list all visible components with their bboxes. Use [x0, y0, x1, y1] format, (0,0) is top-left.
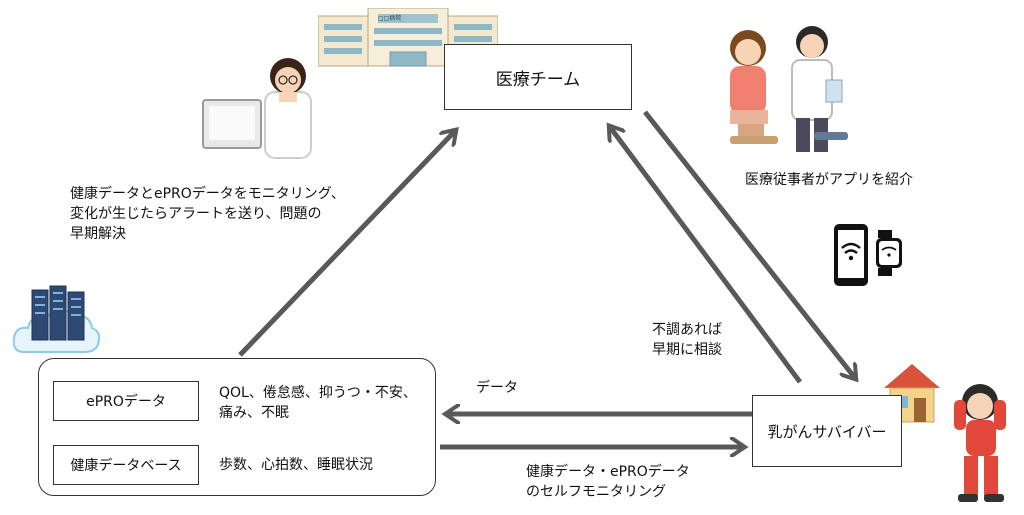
hospital-sign: □□病院 [378, 15, 402, 22]
server-cloud-icon [12, 285, 101, 353]
arrow-db-to-team [238, 131, 455, 357]
epro-data-box: ePROデータ [53, 381, 199, 421]
health-database-label: 健康データベース [70, 458, 182, 474]
doctor-at-computer-icon [202, 58, 312, 159]
self-monitoring-annotation: 健康データ・ePROデータ のセルフモニタリング [526, 462, 690, 502]
monitoring-line: 変化が生じたらアラートを送り、問題の [70, 206, 322, 222]
smartphone-watch-icon [834, 224, 902, 286]
consult-line: 不調あれば [652, 322, 722, 338]
data-panel: ePROデータ QOL、倦怠感、抑うつ・不安、 痛み、不眠 健康データベース 歩… [38, 358, 436, 496]
data-arrow-label: データ [476, 380, 518, 396]
introduce-app-annotation: 医療従事者がアプリを紹介 [745, 172, 913, 188]
doctor-patient-icon [730, 26, 848, 152]
medical-team-label: 医療チーム [495, 69, 581, 90]
self-monitoring-line: のセルフモニタリング [526, 484, 666, 500]
house-survivor-icon [884, 364, 1006, 502]
health-detail-line: 歩数、心拍数、睡眠状況 [219, 457, 373, 473]
epro-data-detail: QOL、倦怠感、抑うつ・不安、 痛み、不眠 [219, 383, 417, 423]
arrow-survivor-to-team [610, 127, 803, 384]
health-database-detail: 歩数、心拍数、睡眠状況 [219, 455, 373, 475]
epro-detail-line: QOL、倦怠感、抑うつ・不安、 [219, 385, 417, 401]
survivor-box: 乳がんサバイバー [752, 395, 902, 467]
medical-team-box: 医療チーム [444, 44, 632, 110]
epro-data-label: ePROデータ [86, 394, 166, 410]
monitoring-line: 健康データとePROデータをモニタリング、 [70, 186, 345, 202]
monitoring-annotation: 健康データとePROデータをモニタリング、 変化が生じたらアラートを送り、問題の… [70, 184, 345, 244]
hospital-icon [318, 8, 498, 67]
epro-detail-line: 痛み、不眠 [219, 405, 289, 421]
monitoring-line: 早期解決 [70, 226, 126, 242]
consult-line: 早期に相談 [652, 342, 722, 358]
health-database-box: 健康データベース [53, 445, 199, 485]
self-monitoring-line: 健康データ・ePROデータ [526, 464, 690, 480]
arrow-team-to-survivor [643, 110, 855, 378]
survivor-label: 乳がんサバイバー [767, 422, 887, 441]
consult-annotation: 不調あれば 早期に相談 [652, 320, 722, 360]
